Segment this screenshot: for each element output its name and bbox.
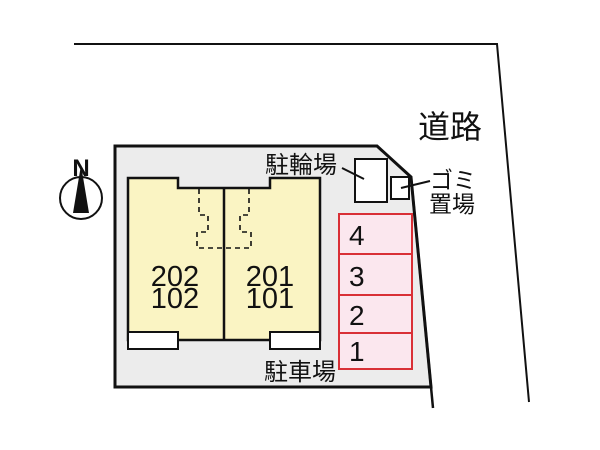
bicycle-parking-rect (354, 158, 388, 203)
parking-space-3-number: 3 (349, 261, 365, 292)
north-compass: N (59, 155, 103, 220)
parking-space-4-number: 4 (349, 220, 365, 251)
road-boundary-line (74, 43, 530, 403)
balcony-right (269, 331, 321, 350)
north-label: N (72, 155, 89, 182)
garbage-area-rect (390, 176, 410, 200)
parking-space-1 (338, 332, 413, 370)
plot-right-edge-extension (409, 176, 435, 409)
parking-space-2-number: 2 (349, 300, 365, 331)
garbage-area-label-line1: ゴミ (430, 167, 476, 193)
bicycle-parking-leader-line (341, 167, 365, 180)
north-arrow-icon (73, 165, 89, 213)
parking-space-3 (338, 253, 413, 296)
parking-space-1-number: 1 (349, 336, 365, 367)
garbage-area-leader-line (400, 180, 431, 189)
car-parking-label: 駐車場 (264, 359, 336, 386)
unit-label-202: 202 (151, 261, 199, 293)
unit-label-201: 201 (246, 261, 294, 293)
parking-space-4 (338, 213, 413, 255)
garbage-area-label-line2: 置場 (429, 191, 475, 217)
balcony-left (127, 331, 179, 350)
bicycle-parking-label: 駐輪場 (265, 152, 337, 179)
road-label: 道路 (418, 109, 482, 145)
unit-label-101: 101 (246, 283, 294, 315)
unit-label-102: 102 (151, 283, 199, 315)
